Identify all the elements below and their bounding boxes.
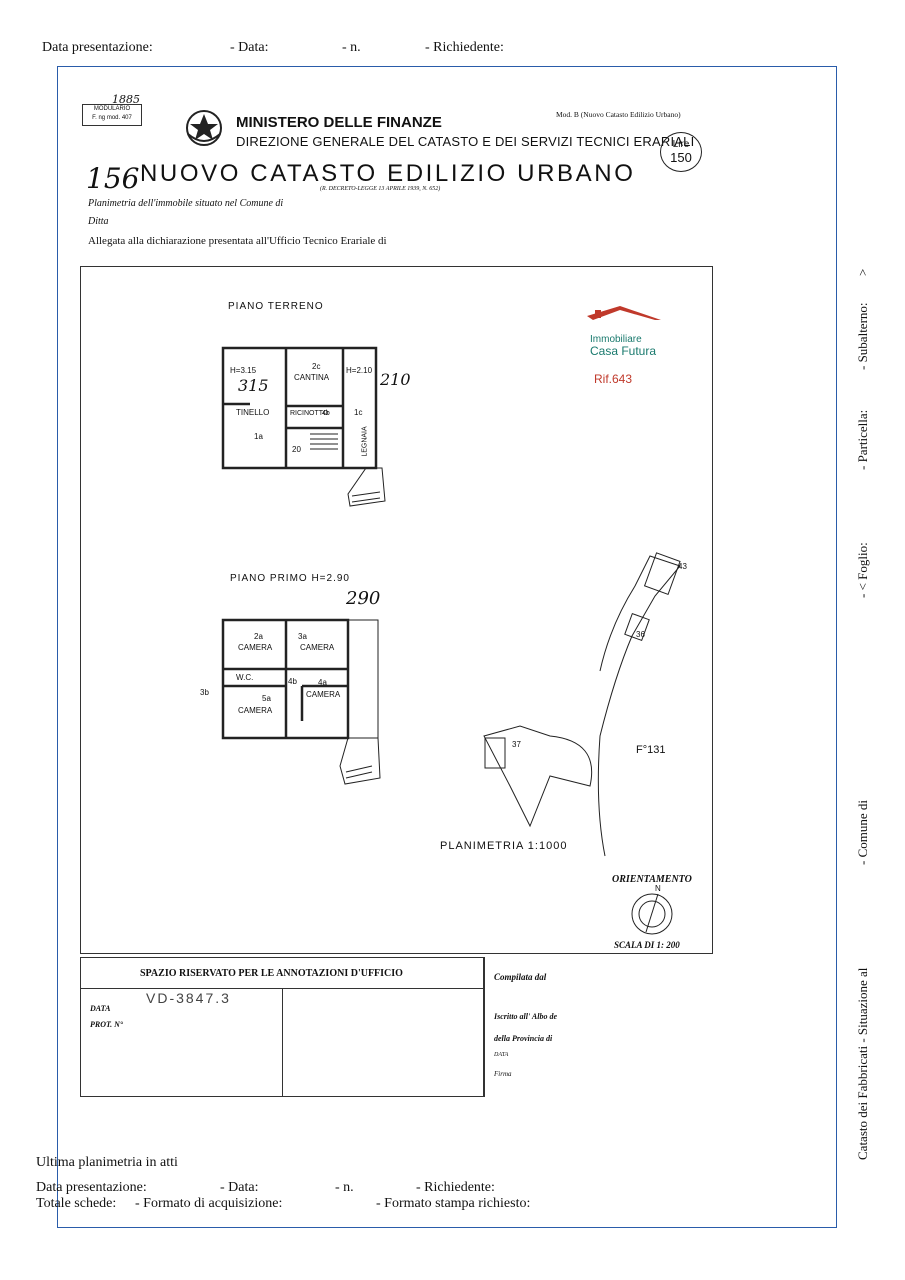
parcel-36: 36 [636, 630, 645, 639]
ditta: Ditta [88, 216, 109, 227]
direzione: DIREZIONE GENERALE DEL CATASTO E DEI SER… [236, 134, 695, 149]
orientamento-label: ORIENTAMENTO [612, 874, 692, 885]
logo-line2: Casa Futura [590, 344, 657, 358]
logo-rif: Rif.643 [594, 372, 633, 386]
footer-formato-acq: - Formato di acquisizione: [135, 1196, 283, 1211]
annotation-title: SPAZIO RISERVATO PER LE ANNOTAZIONI D'UF… [140, 968, 403, 979]
header-data-presentazione: Data presentazione: [42, 40, 153, 55]
lire-value: 150 [670, 150, 692, 165]
ministero: MINISTERO DELLE FINANZE [236, 114, 442, 131]
side-catasto: Catasto dei Fabbricati - Situazione al [855, 967, 870, 1160]
piano-primo-hand: 290 [346, 588, 381, 609]
footer-formato-stampa: - Formato stampa richiesto: [376, 1196, 531, 1211]
header-n: - n. [342, 40, 361, 55]
decreto: (R. DECRETO-LEGGE 13 APRILE 1939, N. 652… [320, 186, 441, 192]
header-data: - Data: [230, 40, 269, 55]
logo-line1: Immobiliare [590, 334, 642, 345]
room-camera1: CAMERA [238, 643, 273, 652]
annot-iscritto: Iscritto all' Albo de [494, 1012, 558, 1021]
modulario-code: F. ng mod. 407 [92, 115, 132, 121]
sheet-border [57, 66, 837, 1228]
allegata: Allegata alla dichiarazione presentata a… [88, 235, 387, 247]
room-h1: H=3.15 [230, 366, 257, 375]
room-wc-n: 3b [200, 688, 209, 697]
modulario-number: 1885 [112, 93, 140, 106]
room-h2: H=2.10 [346, 366, 373, 375]
footer-ultima: Ultima planimetria in atti [36, 1155, 178, 1170]
room-cantina: CANTINA [294, 373, 330, 382]
room-wc: W.C. [236, 673, 254, 682]
annot-compilata: Compilata dal [494, 972, 547, 982]
footer-richiedente: - Richiedente: [416, 1180, 495, 1195]
parcel-43: 43 [678, 562, 687, 571]
room-c5: 5a [262, 694, 271, 703]
form-title: NUOVO CATASTO EDILIZIO URBANO [140, 160, 636, 187]
room-camera2: CAMERA [300, 643, 335, 652]
handwritten-number: 156 [86, 162, 140, 195]
footer-totale: Totale schede: [36, 1196, 117, 1211]
foglio-number: F°131 [636, 744, 666, 756]
footer-n: - n. [335, 1180, 354, 1195]
house-roof-icon [587, 306, 661, 320]
planimetria-line: Planimetria dell'immobile situato nel Co… [88, 198, 284, 209]
north-label: N [655, 884, 661, 893]
planimetria-scale: PLANIMETRIA 1:1000 [440, 840, 568, 852]
annot-data2: DATA [494, 1052, 509, 1058]
footer-data: - Data: [220, 1180, 259, 1195]
piano-primo-label: PIANO PRIMO H=2.90 [230, 573, 350, 584]
annotation-col-divider [282, 988, 283, 1096]
room-ripostiglio: RICINOTTO [290, 410, 329, 417]
plan-frame [80, 266, 713, 954]
side-particella: - Particella: [855, 409, 870, 470]
room-rip-n: 4b [322, 410, 330, 417]
side-subalterno: - Subalterno: [855, 302, 870, 370]
room-h2-hand: 210 [380, 370, 411, 389]
lire-label: Lire [672, 139, 690, 150]
mod-label: Mod. B (Nuovo Catasto Edilizio Urbano) [556, 110, 681, 119]
scala-label: SCALA DI 1: 200 [614, 940, 680, 950]
annot-provincia: della Provincia di [494, 1034, 553, 1043]
room-legnaia-n: 1c [354, 408, 363, 417]
side-foglio: - < Foglio: [855, 542, 870, 598]
room-n20: 20 [292, 445, 301, 454]
room-c2: 2a [254, 632, 263, 641]
annot-data: DATA [90, 1004, 111, 1013]
footer-data-presentazione: Data presentazione: [36, 1180, 147, 1195]
header-richiedente: - Richiedente: [425, 40, 504, 55]
lire-stamp: Lire 150 [660, 132, 702, 172]
room-camera3: CAMERA [238, 706, 273, 715]
room-legnaia: LEGNAIA [361, 426, 369, 457]
republic-emblem-icon [186, 110, 222, 146]
piano-terreno-label: PIANO TERRENO [228, 301, 324, 312]
room-tinello-n: 1a [254, 432, 263, 441]
annot-prot: PROT. N° [90, 1020, 124, 1029]
side-arrow: > [855, 268, 870, 276]
room-tinello: TINELLO [236, 408, 270, 417]
floor-plans-drawing [221, 346, 681, 935]
modulario-box: MODULARIO F. ng mod. 407 [82, 104, 142, 126]
modulario-label: MODULARIO [93, 106, 131, 112]
annot-firma: Firma [494, 1070, 512, 1078]
room-c4: 4a [318, 678, 327, 687]
room-cantina-n: 2c [312, 362, 321, 371]
annotation-right-divider [484, 957, 485, 1097]
room-h1-hand: 315 [238, 376, 269, 395]
room-c3: 3a [298, 632, 307, 641]
side-comune: - Comune di [855, 800, 870, 865]
annot-stamp: VD-3847.3 [146, 990, 231, 1006]
parcel-37: 37 [512, 740, 521, 749]
room-camera4: CAMERA [306, 690, 341, 699]
room-n4b: 4b [288, 677, 297, 686]
annotation-box [80, 957, 484, 1097]
